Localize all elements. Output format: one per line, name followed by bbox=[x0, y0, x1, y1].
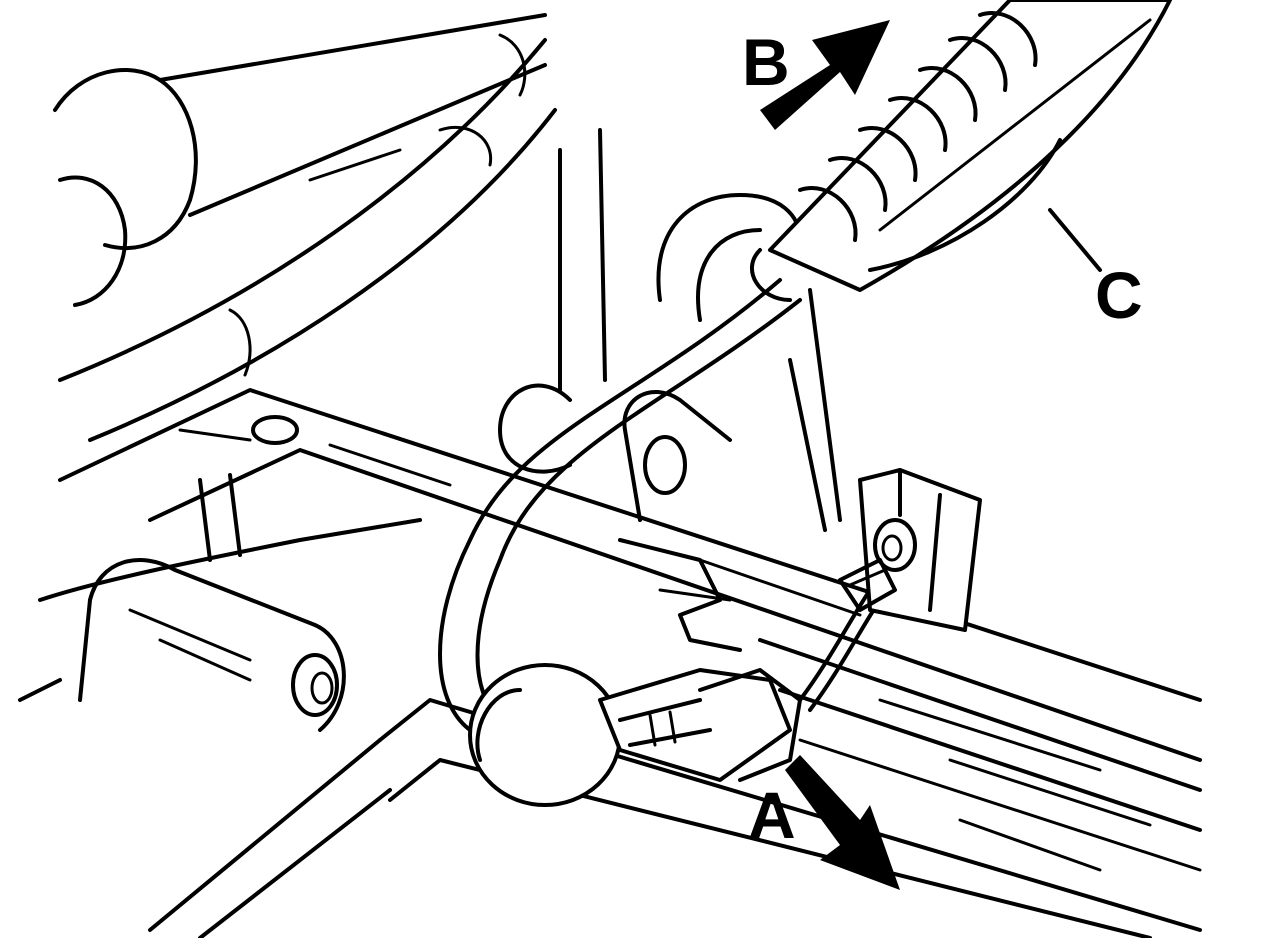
central-bracket bbox=[498, 128, 842, 652]
cable-adjuster bbox=[468, 588, 882, 807]
clip-bracket bbox=[838, 468, 982, 632]
arrow-icon-a bbox=[785, 755, 900, 890]
lower-rails bbox=[378, 638, 1202, 938]
callout-b: B bbox=[742, 25, 790, 99]
callout-c: C bbox=[1095, 258, 1143, 332]
cable-sheath bbox=[768, 0, 1172, 292]
callout-a: A bbox=[748, 778, 796, 852]
upper-left-tube bbox=[53, 13, 557, 442]
inner-cable bbox=[438, 248, 802, 732]
arrow-icon-b bbox=[760, 20, 890, 130]
hinge-block bbox=[18, 473, 422, 938]
